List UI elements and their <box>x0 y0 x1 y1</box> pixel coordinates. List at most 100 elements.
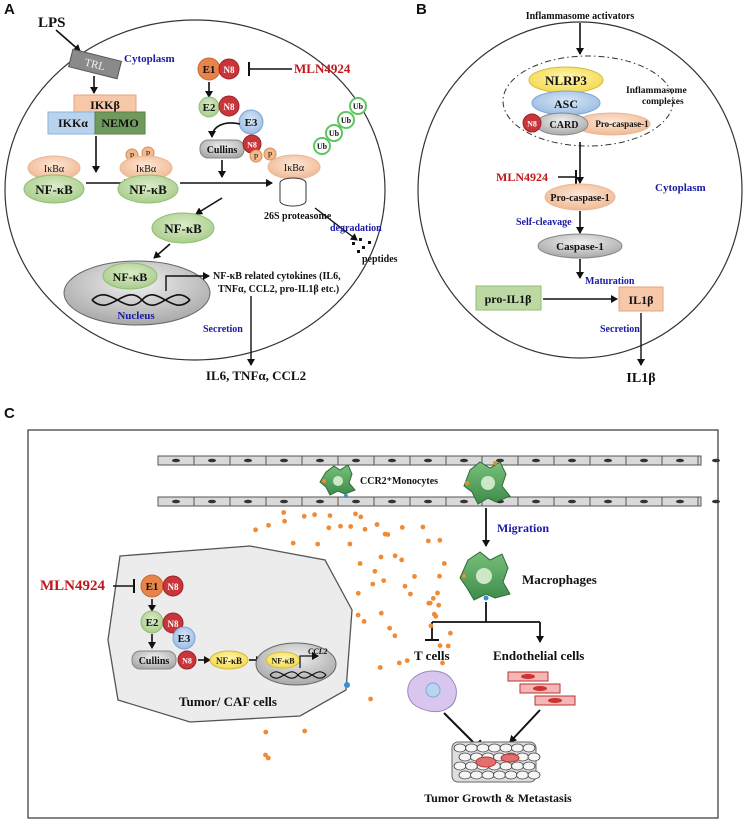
svg-text:NLRP3: NLRP3 <box>545 73 587 88</box>
panel-c: C CCR2⁺Monocytes Migration Macrophages <box>4 405 720 819</box>
endothelial-to-tumor-arrow <box>509 709 541 743</box>
phospho-p3 <box>249 149 263 163</box>
svg-text:P: P <box>268 151 273 160</box>
svg-text:N8: N8 <box>527 120 537 129</box>
svg-text:N8: N8 <box>224 102 235 112</box>
svg-text:Pro-caspase-1: Pro-caspase-1 <box>550 193 609 204</box>
inflammasome-outline <box>502 55 674 147</box>
svg-text:Ub: Ub <box>353 102 364 111</box>
svg-text:E2: E2 <box>146 617 159 629</box>
svg-text:E3: E3 <box>245 117 258 129</box>
cytoplasm-label-a: Cytoplasm <box>124 53 175 65</box>
growth-label: Tumor Growth & Metastasis <box>424 791 572 805</box>
monocyte-small <box>319 464 356 498</box>
n8-c1 <box>162 575 184 597</box>
svg-text:N8: N8 <box>168 582 179 592</box>
svg-text:E1: E1 <box>146 581 159 593</box>
macrophage <box>459 551 511 601</box>
svg-text:Cullins: Cullins <box>139 656 170 667</box>
svg-text:NF-κB: NF-κB <box>129 182 167 197</box>
proteasome-barrel <box>279 177 307 207</box>
svg-text:Cullins: Cullins <box>207 145 238 156</box>
output-il1b: IL1β <box>626 371 655 386</box>
secretion-label-a: Secretion <box>203 324 243 335</box>
lps-label: LPS <box>38 15 66 31</box>
transcription-arrow <box>165 272 210 291</box>
svg-text:IκBα: IκBα <box>44 164 65 175</box>
ubiquitin-chain: Ub Ub Ub Ub <box>313 97 367 155</box>
svg-text:IKKα: IKKα <box>58 116 88 130</box>
ccr2-receptor-dot <box>344 682 350 688</box>
n8-c2 <box>162 612 184 634</box>
activators-label: Inflammasome activators <box>526 11 635 22</box>
panel-b: B Inflammasome activators NLRP3 ASC Infl… <box>416 1 743 386</box>
proteasome-label: 26S proteasome <box>264 211 332 222</box>
cytoplasm-label-b: Cytoplasm <box>655 182 706 194</box>
n8-a2 <box>218 95 240 117</box>
migration-label: Migration <box>497 521 549 535</box>
svg-text:NF-κB: NF-κB <box>216 656 242 666</box>
related-cytokines-line1: NF-κB related cytokines (IL6, <box>213 271 341 282</box>
cell-membrane-b <box>417 21 743 359</box>
dna-c-2 <box>269 671 327 679</box>
svg-text:N8: N8 <box>224 65 235 75</box>
secretion-label-b: Secretion <box>600 324 640 335</box>
maturation-label: Maturation <box>585 276 635 287</box>
degradation-arrow <box>314 207 358 241</box>
svg-text:ASC: ASC <box>554 97 578 111</box>
tumor-caf-label: Tumor/ CAF cells <box>179 694 277 709</box>
complex-label-line1: Inflammasome <box>626 86 687 96</box>
ccl2-gene-label: CCL2 <box>308 647 328 656</box>
tcells-label: T cells <box>414 648 450 663</box>
svg-text:IκBα: IκBα <box>136 164 157 175</box>
svg-text:Ub: Ub <box>317 142 328 151</box>
svg-text:P: P <box>146 150 151 159</box>
related-cytokines-line2: TNFα, CCL2, pro-IL1β etc.) <box>218 284 339 295</box>
nfkb-c <box>209 650 249 670</box>
n8-b <box>522 113 542 133</box>
panel-c-frame <box>27 429 719 819</box>
panel-c-letter: C <box>4 405 15 422</box>
nfkb-free <box>151 212 215 244</box>
svg-text:N8: N8 <box>247 141 257 150</box>
svg-text:pro-IL1β: pro-IL1β <box>485 292 532 306</box>
cell-membrane-a <box>4 19 386 361</box>
svg-text:NEMO: NEMO <box>101 116 138 130</box>
svg-text:E2: E2 <box>203 102 216 114</box>
cullins-c <box>131 650 177 670</box>
release-arrow <box>195 197 223 215</box>
mln-label-b: MLN4924 <box>496 170 548 184</box>
svg-text:E1: E1 <box>203 64 216 76</box>
tumor-mass <box>451 741 541 783</box>
blood-vessel <box>157 455 720 507</box>
svg-text:Pro-caspase-1: Pro-caspase-1 <box>595 119 649 129</box>
mln-label-a: MLN4924 <box>294 61 351 76</box>
complex-label-line2: complexes <box>642 97 684 107</box>
svg-text:P: P <box>254 153 259 162</box>
endothelial-label: Endothelial cells <box>493 648 584 663</box>
svg-text:N8: N8 <box>168 619 179 629</box>
e3-c <box>172 626 196 650</box>
peptides-label: peptides <box>362 254 398 265</box>
procaspase1 <box>544 183 616 211</box>
degradation-label: degradation <box>330 223 382 234</box>
svg-text:N8: N8 <box>182 657 192 666</box>
panel-a: A LPS TRL Cytoplasm IKKβ IKKα NEMO IκBα … <box>4 1 398 383</box>
phospho-p4 <box>263 147 277 161</box>
e3-curve-arrow <box>208 122 241 138</box>
svg-text:Ub: Ub <box>341 116 352 125</box>
svg-text:NF-κB: NF-κB <box>35 182 73 197</box>
mln-label-c: MLN4924 <box>40 578 105 594</box>
svg-text:Caspase-1: Caspase-1 <box>556 241 604 253</box>
endothelial-cells <box>507 671 576 706</box>
panel-a-letter: A <box>4 1 15 18</box>
svg-text:TRL: TRL <box>83 57 106 74</box>
svg-text:E3: E3 <box>178 633 191 645</box>
monocyte-transmigrating <box>463 461 511 505</box>
monocytes-label: CCR2⁺Monocytes <box>360 476 438 487</box>
trl-receptor: TRL <box>67 48 123 80</box>
nucleus-label: Nucleus <box>117 310 155 322</box>
macrophages-label: Macrophages <box>522 572 597 587</box>
nuclear-entry-arrow <box>153 243 171 259</box>
n8-c3 <box>177 650 197 670</box>
